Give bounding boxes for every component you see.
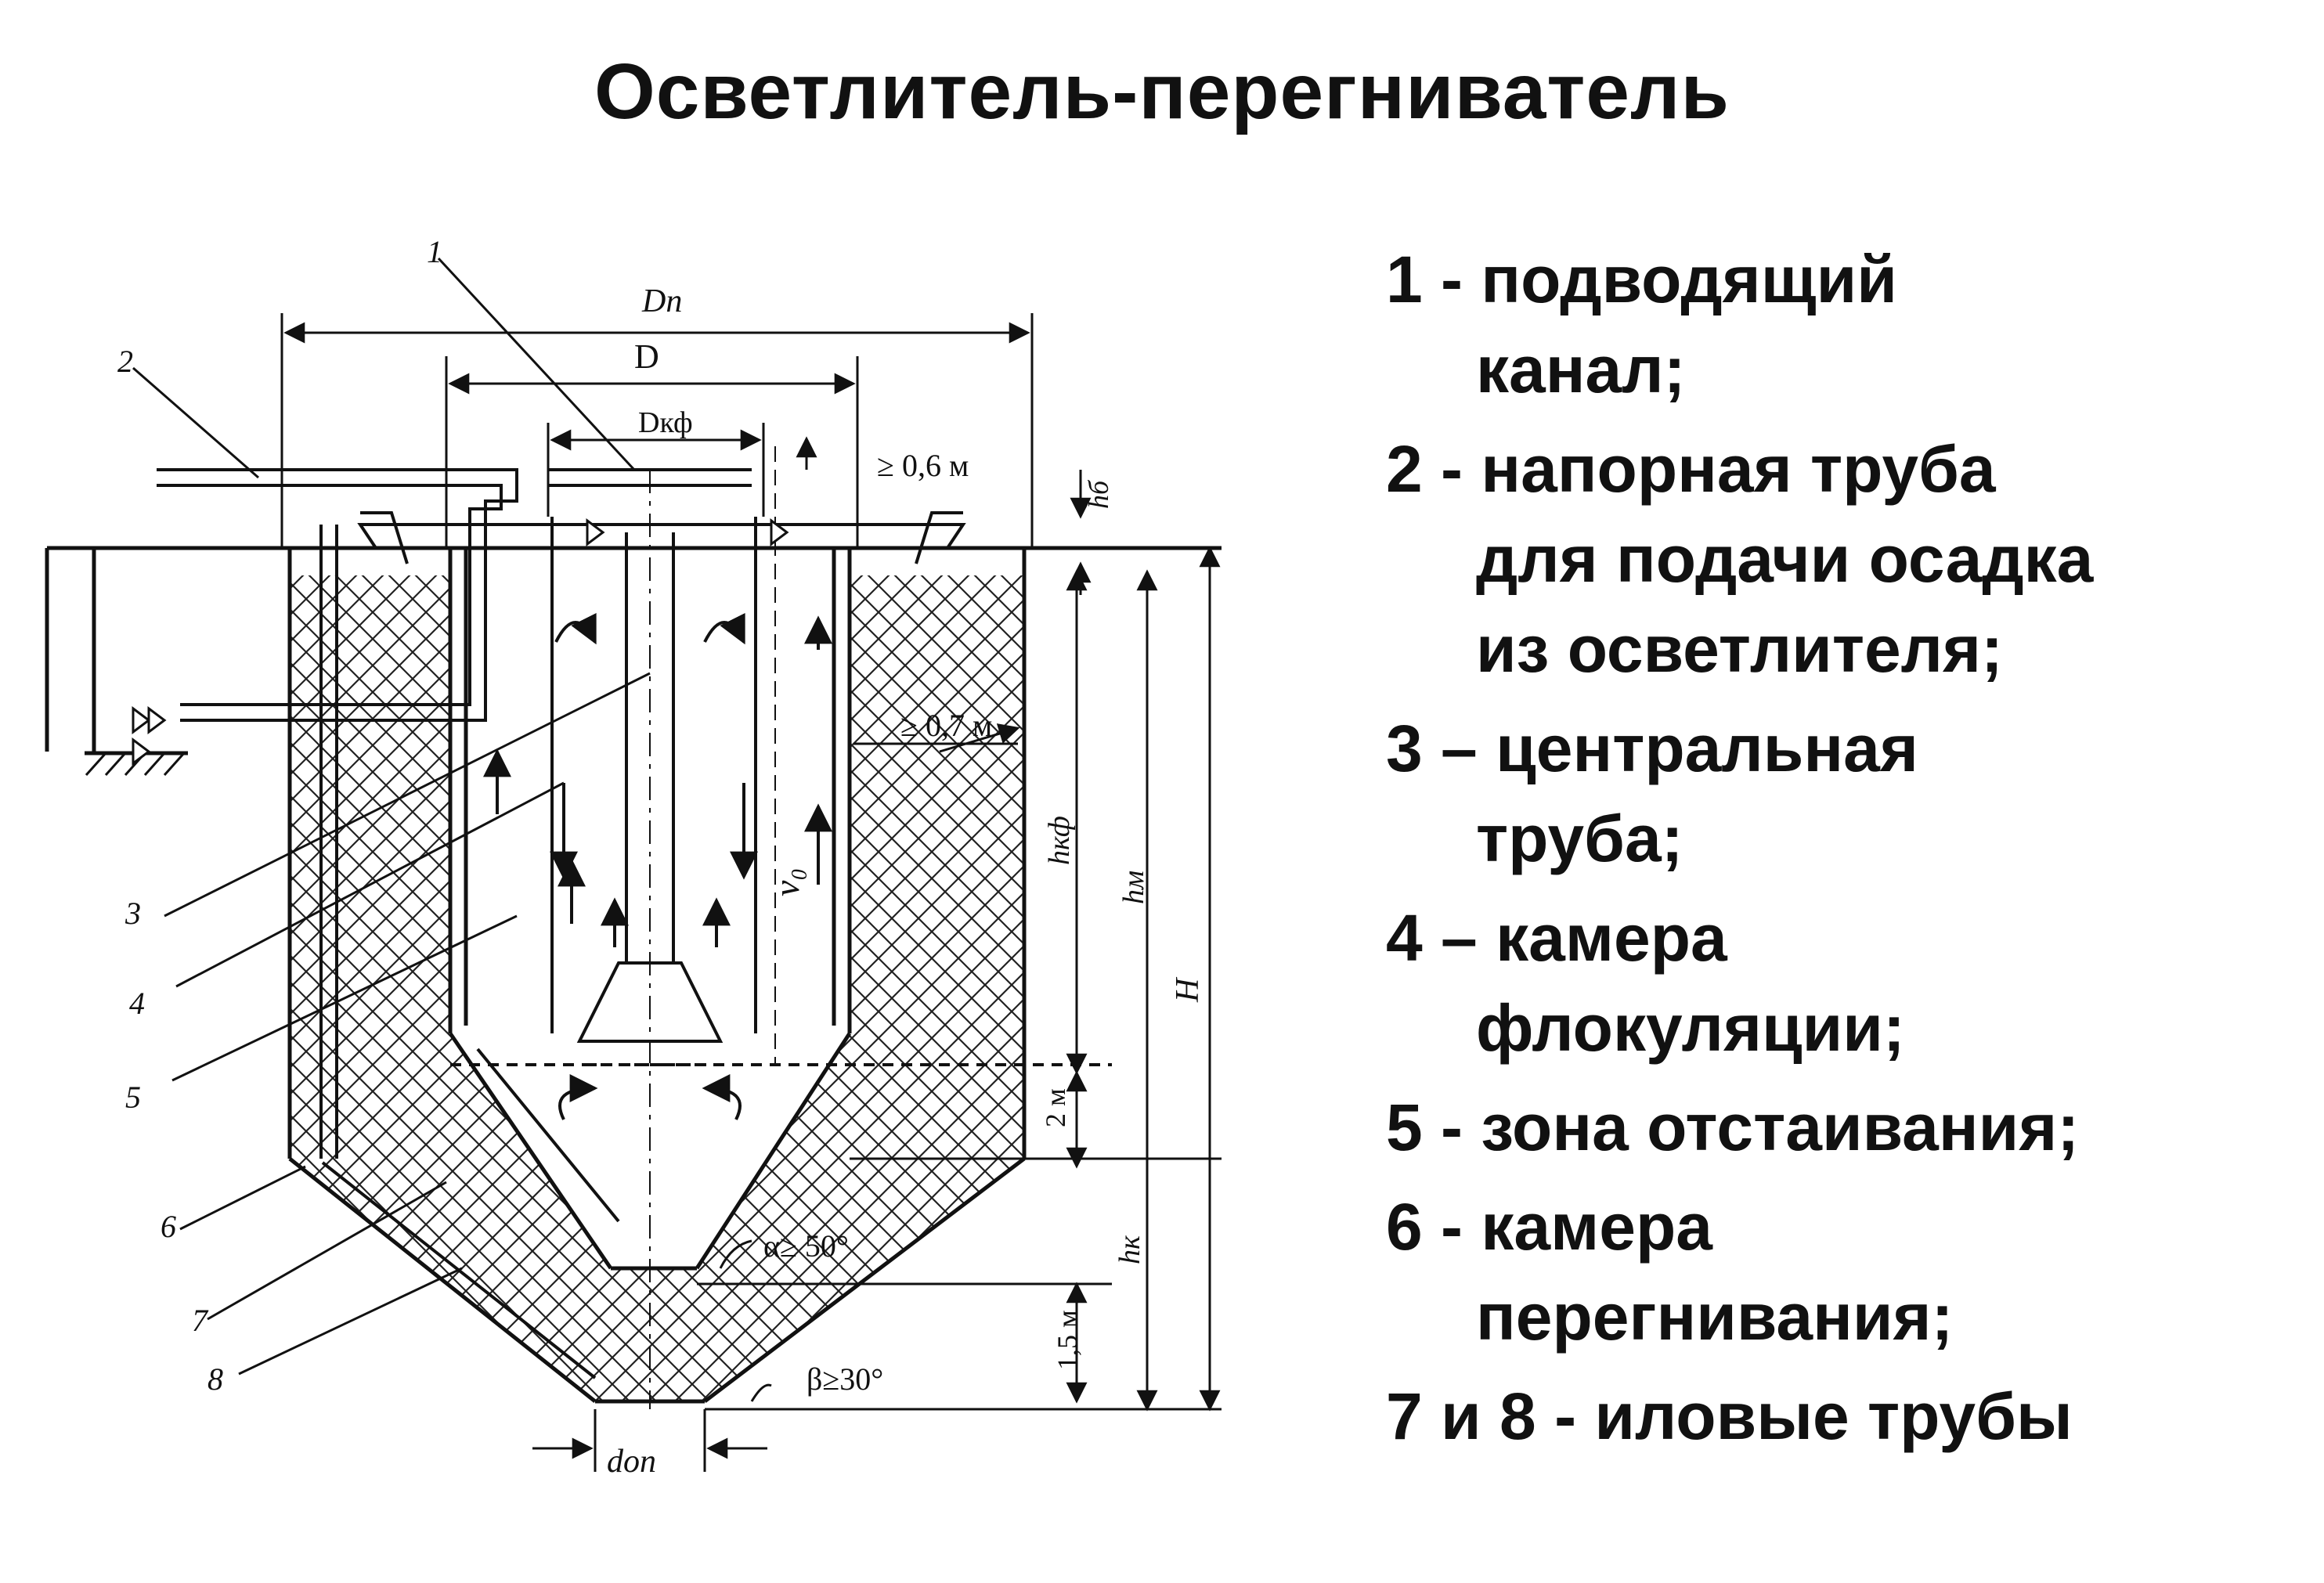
flow-arrows	[483, 612, 832, 1120]
dim-hkf: hкф	[1043, 816, 1076, 865]
dim-H: H	[1170, 976, 1206, 1003]
callout-5: 5	[125, 1080, 141, 1115]
tank-outline	[45, 546, 1222, 1404]
callout-3: 3	[125, 896, 141, 931]
dim-dop: dоп	[607, 1444, 656, 1480]
legend-item-7-first: 7 и 8 - иловые трубы	[1386, 1379, 2073, 1453]
dim-hk: hк	[1113, 1235, 1146, 1264]
flocculation-chamber	[450, 446, 1112, 1409]
dim-alpha: α≥ 50°	[763, 1228, 849, 1264]
legend-item-6-first: 6 - камера	[1386, 1190, 1713, 1264]
legend-item-3-first: 3 – центральная	[1386, 712, 1918, 785]
legend-item-2: 2 - напорная труба для подачи осадка из …	[1386, 424, 2310, 694]
legend-item-6-line-2: перегнивания;	[1476, 1280, 1954, 1354]
legend-item-1: 1 - подводящий канал;	[1386, 235, 2310, 415]
legend-item-1-first: 1 - подводящий	[1386, 243, 1897, 316]
callout-7: 7	[192, 1303, 209, 1338]
legend-item-5: 5 - зона отстаивания;	[1386, 1083, 2310, 1173]
dim-two-m: 2 м	[1040, 1088, 1071, 1127]
dim-gap-top: ≥ 0,6 м	[877, 448, 969, 483]
callout-8: 8	[208, 1361, 223, 1397]
legend-item-4-first: 4 – камера	[1386, 901, 1727, 975]
callout-2: 2	[117, 344, 133, 379]
page-title: Осветлитель-перегниватель	[594, 48, 1730, 135]
legend-item-3-line-2: труба;	[1476, 802, 1683, 875]
callout-1: 1	[427, 234, 442, 269]
legend-item-2-line-2: для подачи осадка	[1476, 522, 2094, 596]
dim-Dkf: Dкф	[638, 406, 693, 439]
legend-item-3: 3 – центральная труба;	[1386, 704, 2310, 884]
dim-Dp: Dп	[641, 283, 682, 319]
dim-gap-side: ≥ 0,7 м	[900, 708, 992, 743]
dim-one-five-m: 1,5 м	[1052, 1310, 1083, 1370]
digestion-chamber-hatch	[290, 575, 1024, 1401]
callout-leaders	[132, 257, 651, 1376]
legend: 1 - подводящий канал; 2 - напорная труба…	[1386, 235, 2310, 1471]
legend-item-2-first: 2 - напорная труба	[1386, 432, 1996, 506]
velocity-label: v₀	[767, 868, 807, 896]
callout-4: 4	[129, 986, 145, 1021]
dimension-lines	[280, 313, 1222, 1472]
legend-item-4-line-2: флокуляции;	[1476, 991, 1905, 1065]
collecting-tray	[357, 468, 966, 564]
legend-item-2-line-3: из осветлителя;	[1476, 612, 2004, 686]
ground-hatch	[85, 752, 186, 776]
legend-item-6: 6 - камера перегнивания;	[1386, 1182, 2310, 1362]
dim-D: D	[634, 337, 659, 376]
legend-item-1-line-2: канал;	[1476, 333, 1686, 406]
legend-item-7: 7 и 8 - иловые трубы	[1386, 1372, 2310, 1462]
legend-item-4: 4 – камера флокуляции;	[1386, 893, 2310, 1073]
dim-hs: hм	[1117, 871, 1150, 904]
legend-item-5-first: 5 - зона отстаивания;	[1386, 1091, 2080, 1164]
dim-beta: β≥30°	[807, 1361, 883, 1397]
valve-icons	[132, 518, 789, 766]
callout-6: 6	[161, 1209, 176, 1244]
dim-hb: hб	[1083, 479, 1114, 509]
